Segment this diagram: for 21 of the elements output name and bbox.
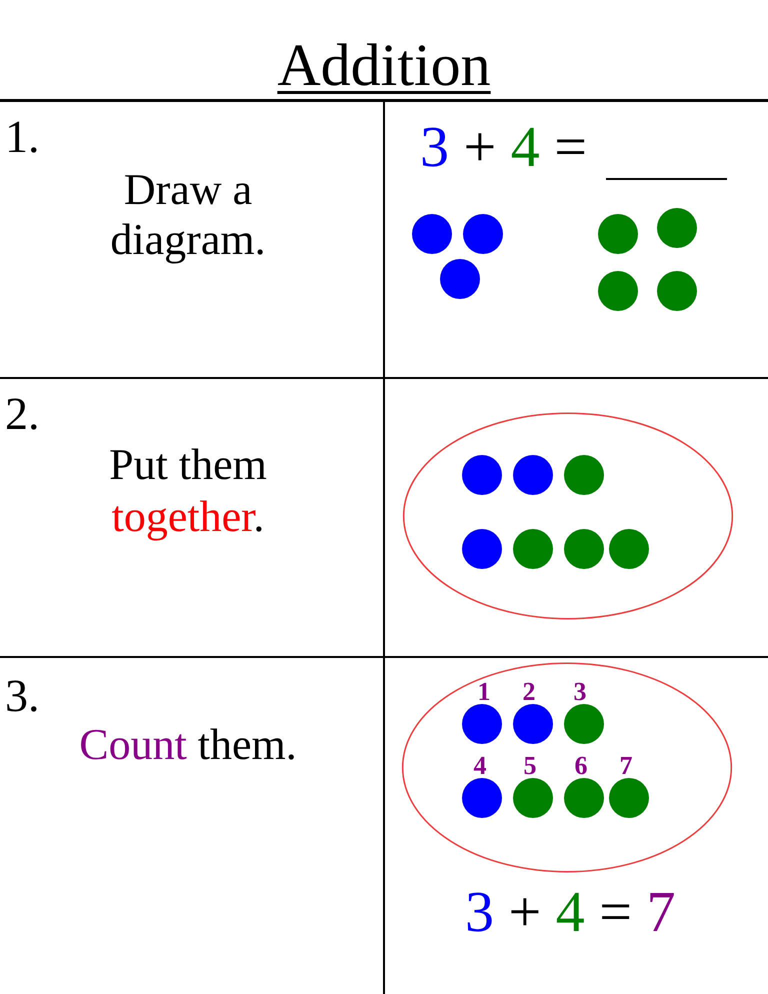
title: Addition — [277, 35, 491, 95]
equation: 3 + 4 = 7 — [465, 883, 676, 941]
instruction-text: Count them. — [78, 720, 298, 770]
grouping-ellipse — [401, 662, 733, 873]
table-cell — [0, 377, 385, 656]
count-number: 1 — [478, 679, 490, 705]
table-cell — [0, 656, 385, 994]
equation: 3 + 4 = — [420, 118, 587, 176]
count-number: 7 — [620, 753, 632, 779]
step-number: 2. — [5, 391, 40, 437]
step-number: 1. — [5, 114, 40, 160]
count-number: 6 — [574, 753, 588, 779]
grouping-ellipse — [402, 412, 734, 620]
instruction-text: Put them together. — [108, 439, 268, 543]
count-number: 5 — [524, 753, 536, 779]
count-number: 2 — [522, 679, 536, 705]
count-number: 4 — [474, 753, 486, 779]
table-cell — [0, 99, 385, 377]
count-number: 3 — [574, 679, 586, 705]
instruction-text: Draw a diagram. — [109, 165, 267, 265]
step-number: 3. — [5, 673, 40, 719]
